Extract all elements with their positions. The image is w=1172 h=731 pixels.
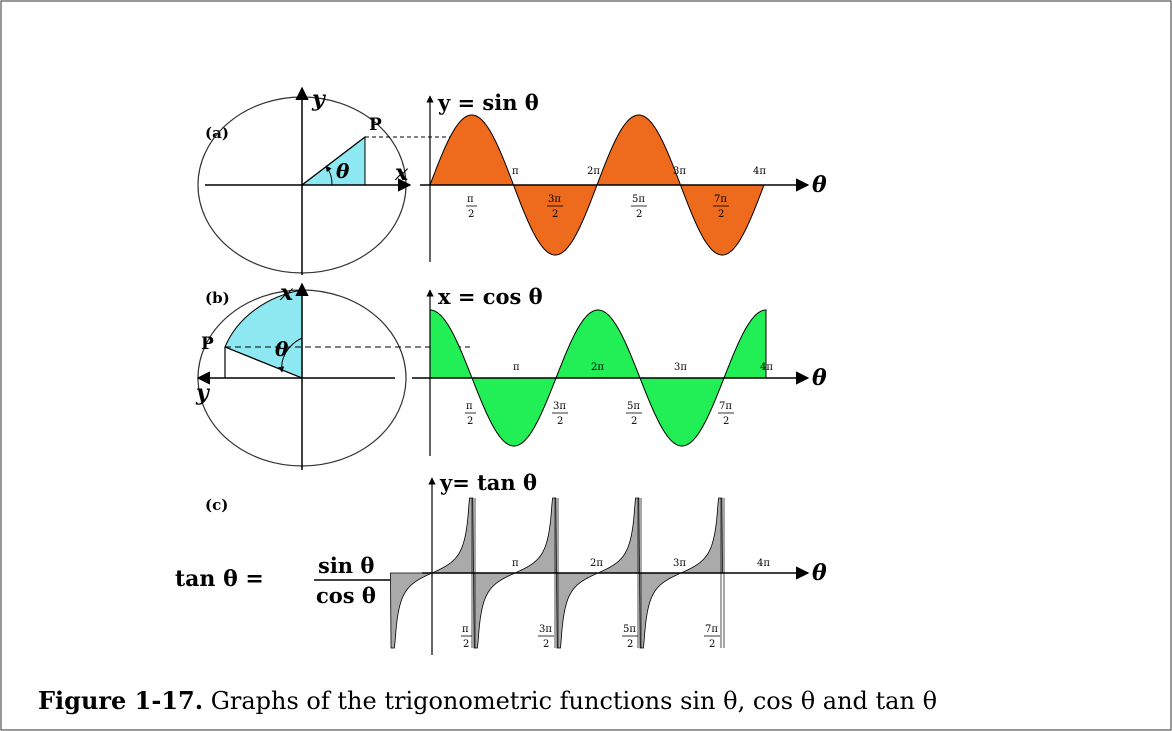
sine-function-label: y = sin θ	[437, 90, 539, 115]
sine-tick-5pi-2-den: 2	[636, 209, 642, 220]
cosine-function-label: x = cos θ	[438, 284, 543, 309]
cosine-tick-2pi: 2π	[591, 362, 604, 373]
panel-a-angle-arc	[325, 165, 333, 186]
panel-c-tag: (c)	[205, 496, 228, 514]
tangent-tick-2pi: 2π	[590, 558, 603, 569]
figure-caption-lead: Figure 1-17.	[38, 686, 204, 715]
tangent-curve-fills	[390, 497, 723, 649]
tangent-branch-1-pos	[514, 497, 557, 574]
tangent-tick-pi-2-num: π	[462, 624, 469, 635]
tangent-branch-3-neg	[639, 572, 682, 649]
tangent-branch-0-neg	[390, 572, 433, 649]
panel-b-angle-label: θ	[275, 337, 289, 361]
cosine-tick-3pi-2-num: 3π	[553, 401, 566, 412]
panel-b-vertical-label: x	[279, 280, 294, 306]
panel-a-angle-label: θ	[336, 159, 350, 183]
sine-tick-pi-2-num: π	[467, 194, 474, 205]
sine-tick-2pi: 2π	[587, 166, 600, 177]
cosine-tick-pi-2-den: 2	[467, 416, 473, 427]
cosine-tick-5pi-2-den: 2	[631, 416, 637, 427]
panel-a-point-label: P	[369, 115, 382, 135]
tangent-tick-pi: π	[512, 558, 519, 569]
cosine-tick-3pi: 3π	[674, 362, 687, 373]
panel-c: (c) tan θ = sin θ cos θ y= tan θ θ π 2π …	[175, 470, 827, 655]
panel-a-radius	[301, 136, 366, 186]
cosine-tick-5pi-2-num: 5π	[627, 401, 640, 412]
cosine-tick-7pi-2-den: 2	[723, 416, 729, 427]
tangent-tick-5pi-2-den: 2	[627, 639, 633, 650]
sine-theta-label: θ	[812, 172, 827, 198]
tangent-tick-5pi-2-num: 5π	[623, 624, 636, 635]
tangent-tick-3pi: 3π	[673, 558, 686, 569]
panel-a: (a) y x P θ y = sin θ θ π 2π 3π 4π π	[197, 86, 827, 275]
tangent-tick-7pi-2-num: 7π	[705, 624, 718, 635]
tan-formula-denominator: cos θ	[316, 583, 376, 608]
cosine-tick-pi-2-num: π	[466, 401, 473, 412]
sine-tick-4pi: 4π	[753, 166, 766, 177]
cosine-tick-4pi: 4π	[760, 362, 773, 373]
sine-tick-pi-2-den: 2	[468, 209, 474, 220]
tangent-branch-2-pos	[597, 497, 640, 574]
cosine-lower-ticks: π 2 3π 2 5π 2 7π 2	[465, 401, 734, 427]
panel-a-x-label: x	[394, 160, 409, 186]
figure-caption-text: Graphs of the trigonometric functions si…	[203, 687, 938, 715]
tangent-branch-2-neg	[556, 572, 599, 649]
cosine-tick-3pi-2-den: 2	[557, 416, 563, 427]
cosine-theta-label: θ	[812, 365, 827, 391]
figure-caption: Figure 1-17. Graphs of the trigonometric…	[38, 686, 1148, 715]
sine-tick-3pi-2-den: 2	[552, 209, 558, 220]
tan-formula-lhs: tan θ =	[175, 566, 264, 592]
panel-b-tag: (b)	[205, 289, 230, 307]
sine-lower-ticks: π 2 3π 2 5π 2 7π 2	[466, 194, 729, 220]
sine-tick-7pi-2-num: 7π	[714, 194, 727, 205]
tangent-tick-3pi-2-den: 2	[543, 639, 549, 650]
cosine-tick-7pi-2-num: 7π	[719, 401, 732, 412]
sine-tick-5pi-2-num: 5π	[632, 194, 645, 205]
tangent-upper-ticks: π 2π 3π 4π	[512, 558, 770, 569]
tangent-branch-1-neg	[473, 572, 516, 649]
panel-b: (b) x y P θ x = cos θ θ π 2π 3π 4π π 2 3…	[195, 280, 827, 470]
panel-b-point-label: P	[201, 334, 214, 354]
sine-tick-3pi: 3π	[673, 166, 686, 177]
panel-a-y-label: y	[311, 86, 327, 112]
panel-b-radius	[224, 346, 303, 379]
cosine-upper-ticks: π 2π 3π 4π	[513, 362, 773, 373]
tangent-lower-ticks: π 2 3π 2 5π 2 7π 2	[461, 624, 720, 650]
sine-upper-ticks: π 2π 3π 4π	[512, 166, 766, 177]
sine-tick-3pi-2-num: 3π	[548, 194, 561, 205]
tangent-function-label: y= tan θ	[439, 470, 537, 495]
tangent-branch-0-pos	[431, 497, 474, 574]
sine-tick-pi: π	[512, 166, 519, 177]
tangent-tick-4pi: 4π	[757, 558, 770, 569]
cosine-tick-pi: π	[513, 362, 520, 373]
tangent-branch-3-pos	[680, 497, 723, 574]
tangent-theta-label: θ	[812, 560, 827, 586]
panel-a-tag: (a)	[205, 124, 229, 142]
tangent-tick-pi-2-den: 2	[463, 639, 469, 650]
panel-b-horizontal-label: y	[195, 380, 211, 406]
tan-formula-numerator: sin θ	[318, 553, 374, 578]
sine-tick-7pi-2-den: 2	[718, 209, 724, 220]
panel-b-angle-arc	[278, 337, 303, 373]
tangent-tick-7pi-2-den: 2	[709, 639, 715, 650]
tangent-tick-3pi-2-num: 3π	[539, 624, 552, 635]
